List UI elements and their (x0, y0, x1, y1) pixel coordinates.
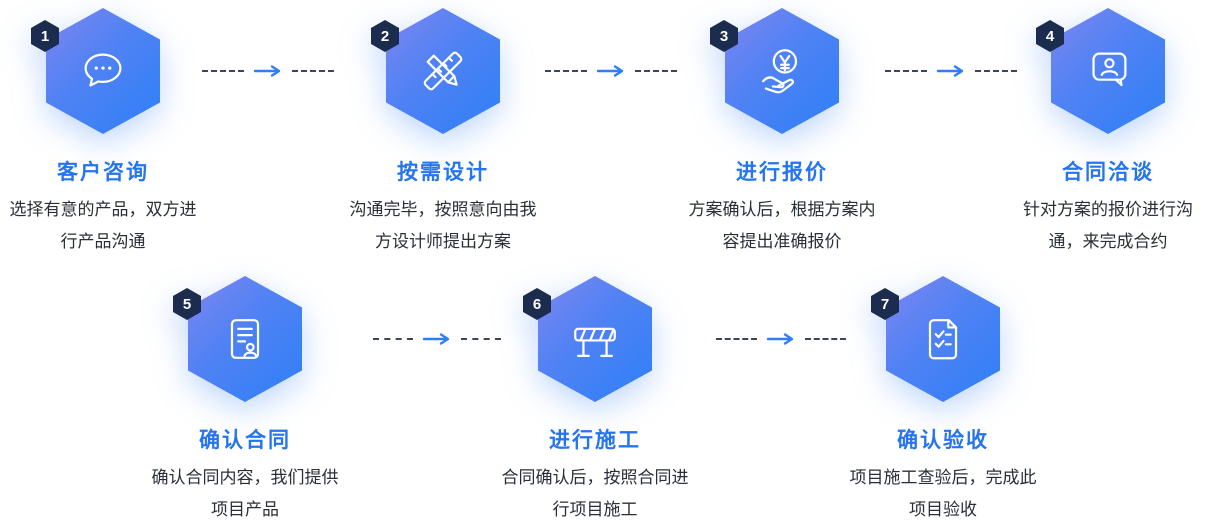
dashed-line (461, 338, 501, 340)
step-description-line: 行项目施工 (552, 500, 638, 519)
step-title: 确认验收 (897, 429, 989, 452)
step-hex-shape (725, 8, 839, 134)
step-hex-shape (46, 8, 160, 134)
step-title: 客户咨询 (57, 161, 149, 184)
flow-connector-5-6 (373, 331, 501, 347)
step-hex-shape (886, 276, 1000, 402)
dashed-line (292, 70, 334, 72)
dashed-line (975, 70, 1017, 72)
step-title: 进行施工 (549, 429, 641, 452)
step-description-line: 容提出准确报价 (722, 232, 842, 251)
step-1: 1 客户咨询 选择有意的产品，双方进 行产品沟通 (0, 8, 223, 258)
step-2-hexagon: 2 (371, 8, 500, 134)
step-number: 7 (880, 295, 890, 313)
dashed-line (202, 70, 244, 72)
step-number-badge: 6 (523, 288, 551, 320)
step-7: 7 确认验收 项目施工查验后，完成此 项目验收 (823, 276, 1063, 526)
step-description: 项目施工查验后，完成此 项目验收 (823, 462, 1063, 526)
step-description: 针对方案的报价进行沟 通，来完成合约 (988, 194, 1210, 258)
step-description-line: 通，来完成合约 (1048, 232, 1168, 251)
arrow-right-icon (596, 65, 624, 77)
step-5: 5 确认合同 确认合同内容，我们提供 项目产品 (125, 276, 365, 526)
step-title: 按需设计 (397, 161, 489, 184)
step-description: 确认合同内容，我们提供 项目产品 (125, 462, 365, 526)
step-description-line: 行产品沟通 (60, 232, 146, 251)
step-description-line: 方案确认后，根据方案内 (688, 200, 876, 219)
step-number-badge: 7 (871, 288, 899, 320)
process-flow-diagram: 1 客户咨询 选择有意的产品，双方进 行产品沟通 2 (0, 8, 1210, 519)
step-3-hexagon: 3 (710, 8, 839, 134)
flow-connector-2-3 (545, 63, 677, 79)
arrow-right-icon (766, 333, 794, 345)
step-6: 6 进行施工 合同确认后，按照合同进 行项目施工 (475, 276, 715, 526)
chat-bubble-icon (84, 53, 122, 87)
step-description-line: 项目产品 (211, 500, 279, 519)
flow-connector-6-7 (716, 331, 846, 347)
step-number: 6 (532, 295, 542, 313)
dashed-line (373, 338, 413, 340)
step-title: 合同洽谈 (1062, 161, 1154, 184)
step-description-line: 合同确认后，按照合同进 (501, 468, 689, 487)
step-description: 沟通完毕，按照意向由我 方设计师提出方案 (323, 194, 563, 258)
step-description-line: 沟通完毕，按照意向由我 (349, 200, 537, 219)
step-4: 4 合同洽谈 针对方案的报价进行沟 通，来完成合约 (988, 8, 1210, 258)
checklist-document-icon (928, 319, 958, 360)
step-4-hexagon: 4 (1036, 8, 1165, 134)
step-description-line: 方设计师提出方案 (375, 232, 511, 251)
dashed-line (805, 338, 846, 340)
arrow-right-icon (422, 333, 450, 345)
step-description-line: 选择有意的产品，双方进 (9, 200, 197, 219)
step-number: 2 (380, 27, 390, 45)
step-5-hexagon: 5 (173, 276, 302, 402)
arrow-right-icon (936, 65, 964, 77)
step-2: 2 按需设计 沟通完毕，按 (323, 8, 563, 258)
flow-connector-3-4 (885, 63, 1017, 79)
dashed-line (635, 70, 677, 72)
contract-document-icon (230, 319, 260, 359)
dashed-line (716, 338, 757, 340)
step-description: 方案确认后，根据方案内 容提出准确报价 (662, 194, 902, 258)
step-hex-shape (386, 8, 500, 134)
step-title: 进行报价 (736, 161, 828, 184)
step-description: 合同确认后，按照合同进 行项目施工 (475, 462, 715, 526)
step-1-hexagon: 1 (31, 8, 160, 134)
step-number: 5 (182, 295, 192, 313)
yuan-coin-hand-icon (762, 49, 798, 94)
construction-barrier-icon (574, 327, 616, 357)
pencil-ruler-icon (423, 51, 463, 91)
step-description-line: 项目施工查验后，完成此 (849, 468, 1037, 487)
step-7-hexagon: 7 (871, 276, 1000, 402)
step-number-badge: 3 (710, 20, 738, 52)
flow-connector-1-2 (202, 63, 334, 79)
step-number-badge: 5 (173, 288, 201, 320)
step-title: 确认合同 (199, 429, 291, 452)
dashed-line (885, 70, 927, 72)
step-hex-shape (188, 276, 302, 402)
step-description-line: 针对方案的报价进行沟 (1023, 200, 1193, 219)
step-description-line: 确认合同内容，我们提供 (151, 468, 339, 487)
step-3: 3 进行报价 方案确认后，根据方案内 容提出准确报价 (662, 8, 902, 258)
step-description-line: 项目验收 (909, 500, 977, 519)
person-speech-bubble-icon (1092, 52, 1127, 87)
step-number: 3 (719, 27, 729, 45)
step-hex-shape (1051, 8, 1165, 134)
arrow-right-icon (253, 65, 281, 77)
step-description: 选择有意的产品，双方进 行产品沟通 (0, 194, 223, 258)
step-hex-shape (538, 276, 652, 402)
dashed-line (545, 70, 587, 72)
step-number: 1 (40, 27, 50, 45)
step-number: 4 (1045, 27, 1055, 45)
step-6-hexagon: 6 (523, 276, 652, 402)
